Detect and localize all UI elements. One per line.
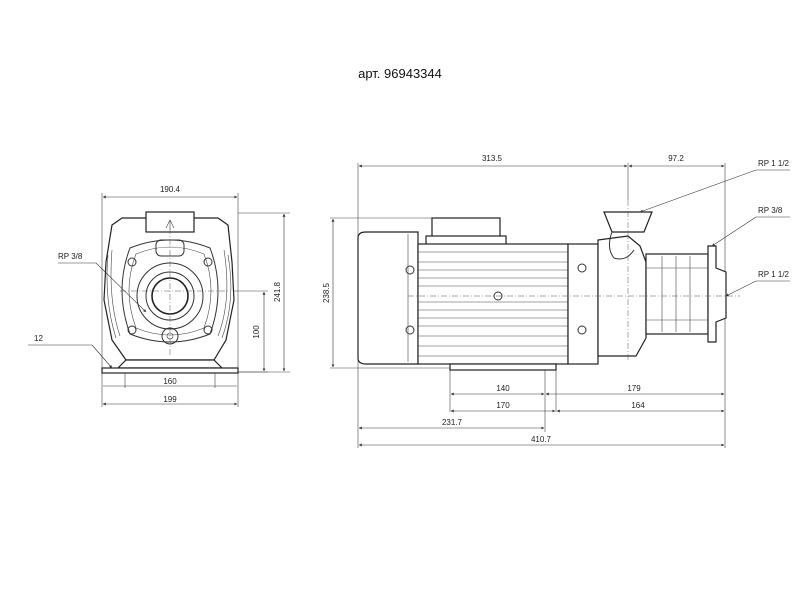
front-view: 190.4 241.8 100 — [28, 185, 290, 407]
side-side-port-callout: RP 1 1/2 — [725, 270, 790, 297]
front-port-callout: RP 3/8 — [58, 252, 147, 313]
side-dim-e: 231.7 — [358, 418, 545, 430]
side-dim-b: 179 — [545, 384, 725, 396]
side-dim-b-label: 179 — [627, 384, 641, 393]
side-dim-c-label: 170 — [496, 401, 510, 410]
side-dim-a-label: 140 — [496, 384, 510, 393]
front-dim-shaft-height: 100 — [252, 291, 266, 372]
side-drain-port-callout: RP 3/8 — [711, 206, 790, 247]
front-dim-base-outer-label: 199 — [163, 395, 177, 404]
side-top-port-callout: RP 1 1/2 — [639, 159, 790, 213]
side-dim-pump-length: 97.2 — [628, 154, 725, 168]
side-drain-port-label: RP 3/8 — [758, 206, 783, 215]
front-dim-foot: 12 — [28, 334, 113, 369]
side-dim-total-label: 410.7 — [531, 435, 552, 444]
side-dim-motor-length-label: 313.5 — [482, 154, 503, 163]
front-dim-foot-label: 12 — [34, 334, 43, 343]
front-dim-width-label: 190.4 — [160, 185, 181, 194]
page-title: арт. 96943344 — [358, 66, 442, 81]
front-port-label: RP 3/8 — [58, 252, 83, 261]
front-dim-base-outer: 199 — [102, 395, 238, 406]
side-dim-a: 140 — [450, 384, 545, 396]
side-dim-motor-length: 313.5 — [358, 154, 628, 168]
side-view: 313.5 97.2 238.5 — [322, 154, 790, 448]
side-side-port-label: RP 1 1/2 — [758, 270, 790, 279]
front-dim-shaft-height-label: 100 — [252, 325, 261, 339]
side-dim-height: 238.5 — [322, 218, 335, 368]
side-dim-height-label: 238.5 — [322, 282, 331, 303]
front-dim-height: 241.8 — [273, 213, 286, 372]
side-dim-d-label: 164 — [631, 401, 645, 410]
side-dim-e-label: 231.7 — [442, 418, 463, 427]
side-top-port-label: RP 1 1/2 — [758, 159, 790, 168]
side-dim-d: 164 — [556, 401, 725, 413]
side-dim-c: 170 — [450, 401, 556, 413]
front-dim-base-inner-label: 160 — [163, 377, 177, 386]
side-dim-pump-length-label: 97.2 — [668, 154, 684, 163]
side-dim-total: 410.7 — [358, 435, 725, 447]
front-dim-width: 190.4 — [102, 185, 238, 199]
front-dim-base-inner: 160 — [103, 373, 237, 388]
front-dim-height-label: 241.8 — [273, 281, 282, 302]
